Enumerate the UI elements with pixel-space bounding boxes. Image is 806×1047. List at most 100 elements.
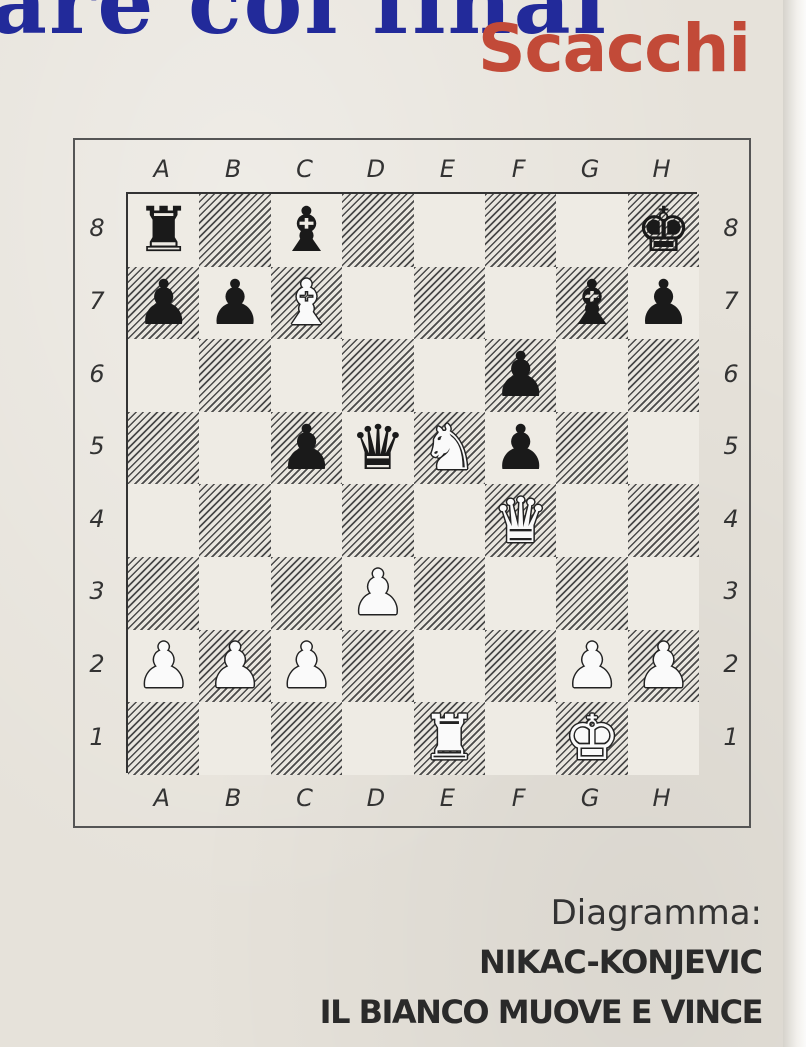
square-d5: ♛ <box>342 412 413 485</box>
square-g2: ♟ <box>556 630 627 703</box>
square-h6 <box>628 339 699 412</box>
square-f3 <box>485 557 556 630</box>
square-f1 <box>485 702 556 775</box>
file-label-g-top: G <box>554 154 625 184</box>
square-d8 <box>342 194 413 267</box>
square-a4 <box>128 484 199 557</box>
square-e2 <box>414 630 485 703</box>
rank-label-7-left: 7 <box>82 286 112 316</box>
rank-label-2-left: 2 <box>82 649 112 679</box>
square-a5 <box>128 412 199 485</box>
square-f4: ♛ <box>485 484 556 557</box>
file-label-a-top: A <box>126 154 197 184</box>
rank-label-6-left: 6 <box>82 359 112 389</box>
rank-label-8-right: 8 <box>716 213 746 243</box>
file-label-d-bottom: D <box>340 783 411 813</box>
rank-label-1-left: 1 <box>82 722 112 752</box>
black-pawn-icon: ♟ <box>199 267 270 340</box>
square-b2: ♟ <box>199 630 270 703</box>
square-e7 <box>414 267 485 340</box>
white-king-icon: ♚ <box>556 702 627 775</box>
square-c5: ♟ <box>271 412 342 485</box>
square-c4 <box>271 484 342 557</box>
square-b3 <box>199 557 270 630</box>
file-label-c-bottom: C <box>269 783 340 813</box>
square-f5: ♟ <box>485 412 556 485</box>
rank-label-8-left: 8 <box>82 213 112 243</box>
square-a7: ♟ <box>128 267 199 340</box>
rank-label-5-left: 5 <box>82 431 112 461</box>
chess-board: ♜♝♚♟♟♝♝♟♟♟♛♞♟♛♟♟♟♟♟♟♜♚ <box>126 192 697 773</box>
square-g6 <box>556 339 627 412</box>
square-b6 <box>199 339 270 412</box>
caption-label: Diagramma: <box>551 893 762 933</box>
white-pawn-icon: ♟ <box>199 630 270 703</box>
square-e3 <box>414 557 485 630</box>
square-c7: ♝ <box>271 267 342 340</box>
square-b8 <box>199 194 270 267</box>
white-rook-icon: ♜ <box>414 702 485 775</box>
square-c6 <box>271 339 342 412</box>
file-label-h-bottom: H <box>626 783 697 813</box>
square-f6: ♟ <box>485 339 556 412</box>
caption-task: IL BIANCO MUOVE E VINCE <box>320 993 762 1031</box>
square-e4 <box>414 484 485 557</box>
caption-players: NIKAC-KONJEVIC <box>479 943 762 981</box>
white-queen-icon: ♛ <box>485 484 556 557</box>
black-queen-icon: ♛ <box>342 412 413 485</box>
page-edge <box>783 0 806 1047</box>
square-c1 <box>271 702 342 775</box>
square-c8: ♝ <box>271 194 342 267</box>
square-f2 <box>485 630 556 703</box>
square-d4 <box>342 484 413 557</box>
square-c3 <box>271 557 342 630</box>
square-d6 <box>342 339 413 412</box>
square-h2: ♟ <box>628 630 699 703</box>
rank-label-3-left: 3 <box>82 576 112 606</box>
file-label-d-top: D <box>340 154 411 184</box>
square-g3 <box>556 557 627 630</box>
square-b7: ♟ <box>199 267 270 340</box>
square-h5 <box>628 412 699 485</box>
square-g7: ♝ <box>556 267 627 340</box>
square-h7: ♟ <box>628 267 699 340</box>
square-e8 <box>414 194 485 267</box>
file-label-e-top: E <box>412 154 483 184</box>
rank-label-7-right: 7 <box>716 286 746 316</box>
file-label-b-bottom: B <box>197 783 268 813</box>
file-label-h-top: H <box>626 154 697 184</box>
square-g1: ♚ <box>556 702 627 775</box>
black-bishop-icon: ♝ <box>271 194 342 267</box>
rank-label-1-right: 1 <box>716 722 746 752</box>
white-pawn-icon: ♟ <box>628 630 699 703</box>
square-c2: ♟ <box>271 630 342 703</box>
square-d3: ♟ <box>342 557 413 630</box>
file-label-e-bottom: E <box>412 783 483 813</box>
square-a1 <box>128 702 199 775</box>
black-pawn-icon: ♟ <box>485 412 556 485</box>
black-king-icon: ♚ <box>628 194 699 267</box>
black-pawn-icon: ♟ <box>271 412 342 485</box>
black-pawn-icon: ♟ <box>485 339 556 412</box>
square-d7 <box>342 267 413 340</box>
section-title: Scacchi <box>478 14 750 84</box>
file-label-f-bottom: F <box>483 783 554 813</box>
square-e5: ♞ <box>414 412 485 485</box>
black-pawn-icon: ♟ <box>628 267 699 340</box>
square-f7 <box>485 267 556 340</box>
square-d2 <box>342 630 413 703</box>
white-pawn-icon: ♟ <box>128 630 199 703</box>
square-g4 <box>556 484 627 557</box>
square-d1 <box>342 702 413 775</box>
square-f8 <box>485 194 556 267</box>
rank-label-2-right: 2 <box>716 649 746 679</box>
black-pawn-icon: ♟ <box>128 267 199 340</box>
square-g5 <box>556 412 627 485</box>
square-b4 <box>199 484 270 557</box>
rank-label-4-right: 4 <box>716 504 746 534</box>
black-rook-icon: ♜ <box>128 194 199 267</box>
square-a3 <box>128 557 199 630</box>
file-label-a-bottom: A <box>126 783 197 813</box>
square-e1: ♜ <box>414 702 485 775</box>
white-pawn-icon: ♟ <box>271 630 342 703</box>
